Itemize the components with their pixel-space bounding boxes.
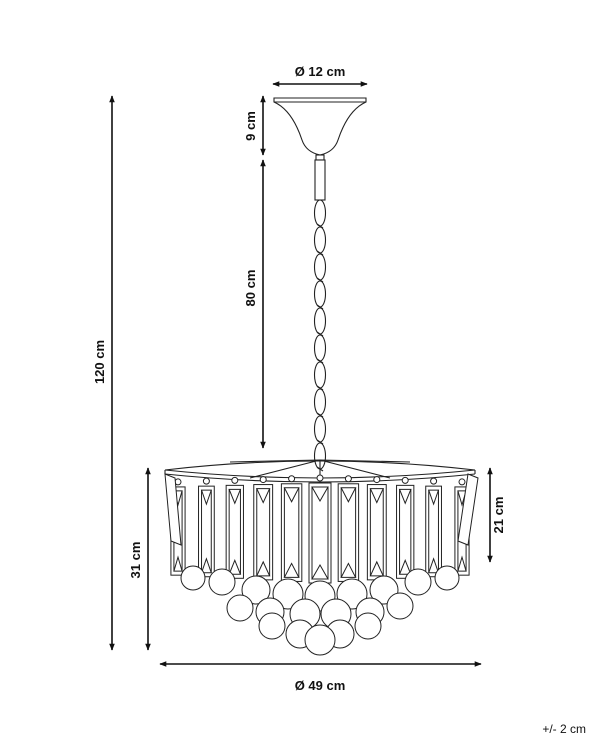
chain-link xyxy=(313,415,327,443)
crystal-prism-side xyxy=(457,473,479,546)
crystal-prism xyxy=(280,475,303,582)
crystal-ball xyxy=(304,624,336,656)
chain-link xyxy=(313,334,327,362)
chain-link xyxy=(313,307,327,335)
crystal-prism xyxy=(308,474,332,584)
crystal-prism-side xyxy=(164,473,182,546)
chain-link xyxy=(313,253,327,281)
crystal-ball xyxy=(226,594,254,622)
canopy xyxy=(273,97,367,161)
canopy-diameter-label: Ø 12 cm xyxy=(295,64,346,79)
chain-rod xyxy=(314,159,326,201)
prism-bead xyxy=(458,478,466,486)
crystal-prism xyxy=(396,476,415,579)
prism-bead xyxy=(259,476,267,484)
crystal-ball xyxy=(208,568,236,596)
crystal-prism xyxy=(253,476,274,581)
chain-link xyxy=(313,280,327,308)
chain-length-label: 80 cm xyxy=(243,270,258,307)
crystal-balls xyxy=(180,565,460,656)
prism-bead xyxy=(373,476,381,484)
crystal-prism xyxy=(337,475,360,582)
canopy-height-label: 9 cm xyxy=(243,111,258,141)
tolerance-note: +/- 2 cm xyxy=(542,722,586,736)
prism-bead xyxy=(401,476,409,484)
prism-bead xyxy=(316,474,324,482)
prism-bead xyxy=(202,477,210,485)
crystal-ball xyxy=(386,592,414,620)
crystal-prisms xyxy=(164,473,479,584)
body-height-label: 31 cm xyxy=(128,542,143,579)
crystal-ball xyxy=(404,568,432,596)
chain-link xyxy=(313,388,327,416)
chain-link xyxy=(313,361,327,389)
prism-bead xyxy=(430,477,438,485)
crystal-ball xyxy=(354,612,382,640)
chain xyxy=(313,159,327,472)
crystal-prism xyxy=(198,477,215,578)
prism-bead xyxy=(288,475,296,483)
crystal-ball xyxy=(434,565,460,591)
chain-link xyxy=(313,199,327,227)
body-diameter-label: Ø 49 cm xyxy=(295,678,346,693)
crystal-prism xyxy=(425,477,442,578)
crystal-ball xyxy=(272,578,304,610)
chain-link xyxy=(313,226,327,254)
crystal-prism xyxy=(366,476,387,581)
crystal-prism xyxy=(225,476,244,579)
crystal-ball xyxy=(180,565,206,591)
prism-bead xyxy=(344,475,352,483)
prism-bead xyxy=(231,476,239,484)
crystal-ball xyxy=(241,575,271,605)
dimension-lines xyxy=(109,81,493,667)
crystal-height-label: 21 cm xyxy=(491,497,506,534)
total-height-label: 120 cm xyxy=(92,340,107,384)
crystal-ball xyxy=(258,612,286,640)
